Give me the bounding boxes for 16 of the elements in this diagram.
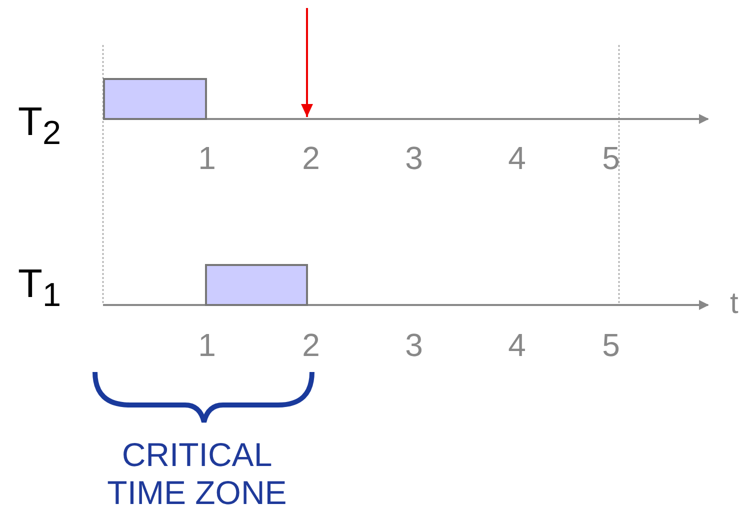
tick-label: 1 bbox=[197, 140, 217, 176]
task-bar bbox=[103, 78, 207, 120]
tick-label: 3 bbox=[404, 140, 424, 176]
zone-label: CRITICAL TIME ZONE bbox=[106, 436, 288, 512]
tick-label: 3 bbox=[404, 327, 424, 363]
tick-label: 5 bbox=[601, 140, 621, 176]
tick-label: 5 bbox=[601, 327, 621, 363]
tick-label: 2 bbox=[301, 327, 321, 363]
tick-label: 1 bbox=[197, 327, 217, 363]
tick-label: 2 bbox=[301, 140, 321, 176]
row-label: T$_{2}$ bbox=[18, 100, 61, 154]
axis-label: t bbox=[730, 286, 738, 322]
tick-label: 4 bbox=[507, 140, 527, 176]
tick-label: 4 bbox=[507, 327, 527, 363]
row-label: T$_{1}$ bbox=[18, 262, 61, 316]
task-bar bbox=[205, 264, 308, 306]
